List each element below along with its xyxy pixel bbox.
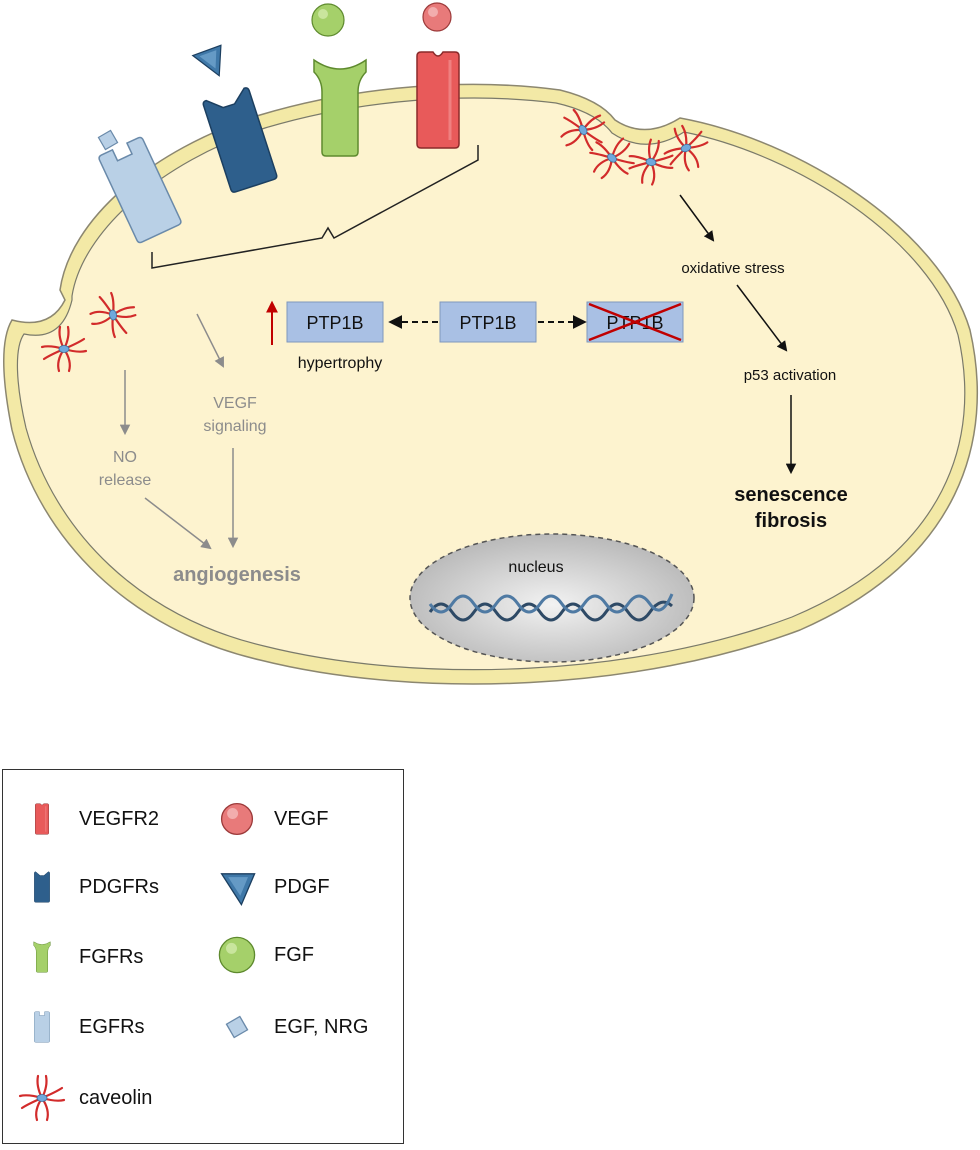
legend-item-fgfr: FGFRs (13, 932, 143, 982)
legend-item-egf: EGF, NRG (208, 1002, 368, 1052)
caveolin-icon (18, 1074, 66, 1122)
fgf-ligand (311, 3, 345, 37)
hypertrophy-label: hypertrophy (298, 355, 383, 372)
legend-item-pdgf: PDGF (208, 862, 330, 912)
vegf-signaling-line2: signaling (203, 418, 266, 435)
legend-label-fgf: FGF (274, 943, 314, 966)
legend: VEGFR2 VEGF PDGFRs PDGF FGFRs FGF EGFRs … (2, 769, 404, 1144)
vegfr2-receptor-icon (34, 803, 50, 835)
vegf-signaling-line1: VEGF (213, 395, 257, 412)
no-label-line1: NO (113, 449, 137, 466)
nucleus: nucleus (409, 533, 695, 663)
legend-item-caveolin: caveolin (13, 1073, 152, 1123)
pdgfr-receptor-icon (34, 871, 50, 903)
oxidative-stress-label: oxidative stress (681, 260, 784, 277)
arrow-oxidative-to-p53 (736, 284, 788, 352)
egf-ligand-icon (225, 1015, 249, 1039)
ptp1b-center-box: PTP1B (439, 301, 537, 343)
vegf-ligand (422, 2, 452, 32)
arrow-brace-to-vegf-signaling (196, 313, 224, 368)
legend-item-egfr: EGFRs (13, 1002, 145, 1052)
legend-item-fgf: FGF (208, 930, 314, 980)
ptp1b-left-label: PTP1B (306, 313, 363, 333)
arrow-no-to-angiogenesis (144, 497, 212, 550)
fgfr-receptor (313, 59, 367, 157)
p53-activation-label: p53 activation (744, 367, 837, 384)
vegf-ligand-icon (220, 802, 254, 836)
pdgf-ligand-icon (220, 873, 256, 906)
legend-item-vegfr2: VEGFR2 (13, 794, 159, 844)
no-label-line2: release (99, 472, 152, 489)
arrow-caveolin-to-oxidative (679, 194, 715, 242)
vegfr2-receptor (415, 50, 461, 150)
ptp1b-right-box: PTP1B (586, 301, 684, 343)
senescence-label: senescence (734, 484, 847, 506)
receptor-brace (151, 145, 479, 269)
legend-label-egf: EGF, NRG (274, 1015, 369, 1038)
legend-label-vegf: VEGF (274, 807, 329, 830)
legend-label-fgfr: FGFRs (79, 945, 144, 968)
egfr-receptor-icon (34, 1011, 50, 1043)
legend-label-vegfr2: VEGFR2 (79, 807, 160, 830)
legend-label-egfr: EGFRs (79, 1015, 145, 1038)
ptp1b-deleted-cross (588, 302, 682, 342)
fibrosis-label: fibrosis (755, 510, 827, 532)
egf-ligand (97, 129, 119, 151)
nucleus-label: nucleus (508, 559, 563, 576)
angiogenesis-label: angiogenesis (173, 564, 301, 586)
legend-item-vegf: VEGF (208, 794, 328, 844)
pdgf-ligand (192, 44, 232, 83)
ptp1b-left-box: PTP1B (286, 301, 384, 343)
dna-helix (428, 593, 674, 622)
fgf-ligand-icon (218, 936, 256, 974)
ptp1b-center-label: PTP1B (459, 313, 516, 333)
fgfr-receptor-icon (33, 941, 51, 973)
legend-label-pdgf: PDGF (274, 875, 330, 898)
legend-label-caveolin: caveolin (79, 1086, 153, 1109)
cell (3, 83, 979, 685)
legend-label-pdgfr: PDGFRs (79, 875, 159, 898)
legend-item-pdgfr: PDGFRs (13, 862, 159, 912)
